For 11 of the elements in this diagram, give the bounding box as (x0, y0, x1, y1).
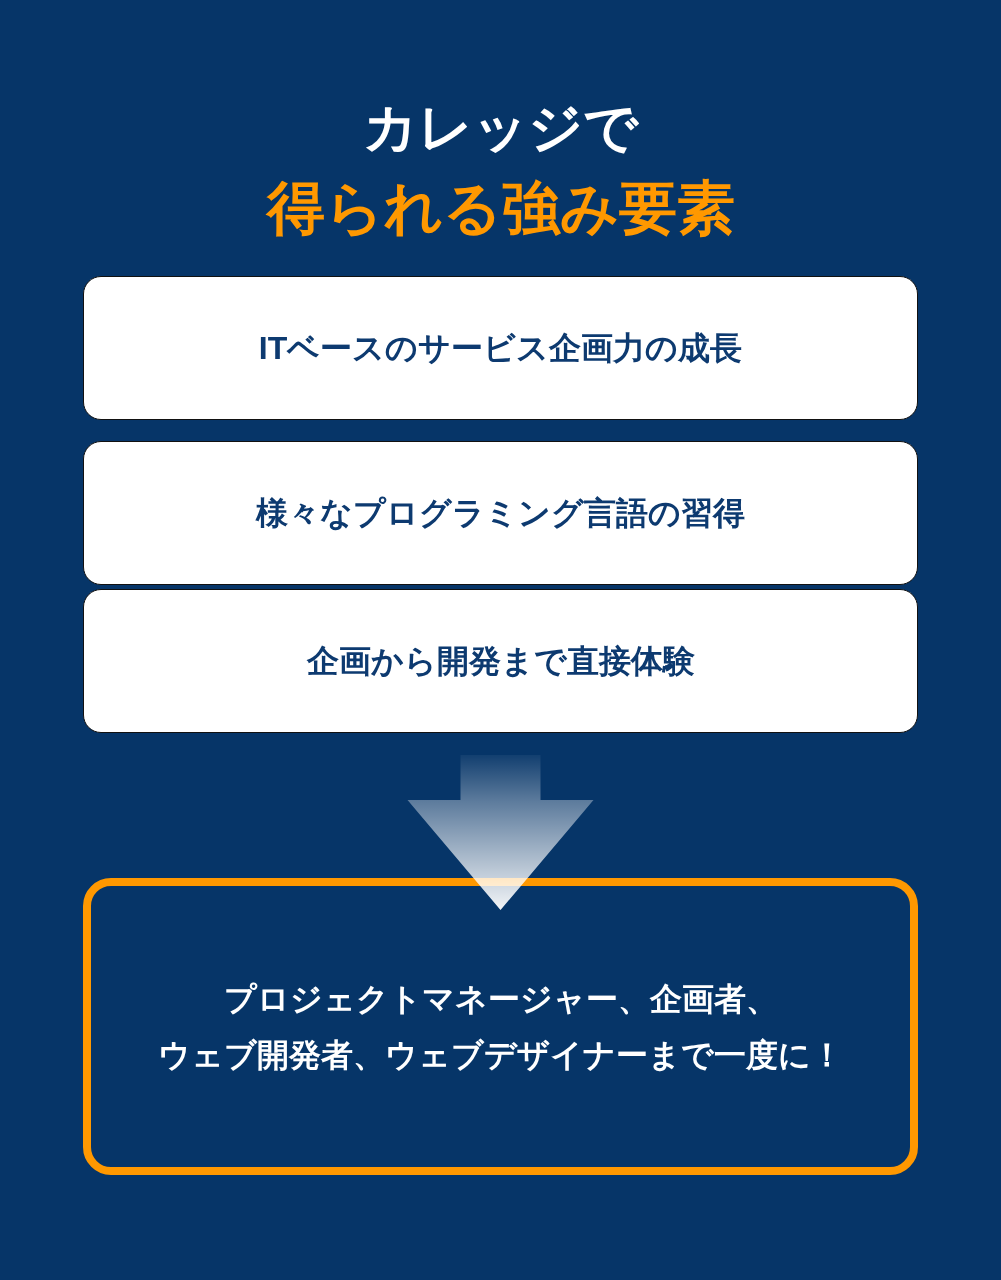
result-text: プロジェクトマネージャー、企画者、ウェブ開発者、ウェブデザイナーまで一度に！ (157, 979, 844, 1075)
feature-box (83, 589, 918, 733)
subtitle: 得られる強み要素 (264, 174, 736, 242)
feature-text: ITベースのサービス企画力の成長 (258, 329, 743, 368)
down-arrow (407, 755, 594, 910)
result-box (83, 878, 918, 1175)
feature-box (83, 276, 918, 420)
feature-text: 企画から開発まで直接体験 (306, 642, 695, 681)
feature-text: 様々なプログラミング言語の習得 (256, 494, 745, 533)
title: カレッジで (362, 96, 640, 159)
feature-box (83, 441, 918, 585)
